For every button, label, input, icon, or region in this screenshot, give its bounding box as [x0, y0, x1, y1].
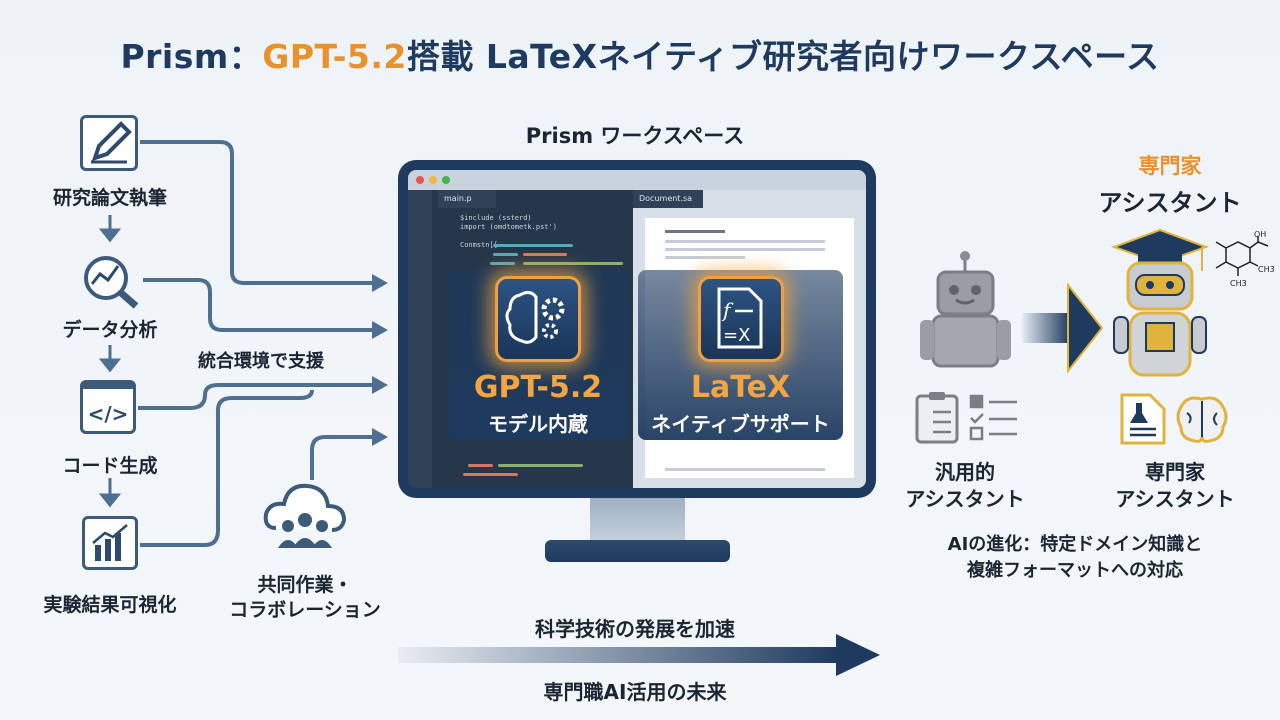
code-bar	[468, 464, 493, 467]
molecule-icon: OH CH3 CH3	[1215, 230, 1275, 288]
flow-down-arrows	[98, 215, 122, 508]
evolution-caption-2: 複雑フォーマットへの対応	[967, 560, 1183, 581]
tab-main[interactable]: main.p	[438, 190, 496, 208]
tab-document[interactable]: Document.sa	[633, 190, 703, 208]
integration-label: 統合環境で支援	[198, 351, 324, 372]
molecule-label-oh: OH	[1254, 230, 1266, 239]
progress-arrow	[398, 634, 880, 676]
molecule-label-ch3-a: CH3	[1258, 265, 1275, 274]
general-label-2: アシスタント	[905, 487, 1025, 511]
latex-feature-subtitle: ネイティブサポート	[651, 412, 830, 436]
molecule-label-ch3-b: CH3	[1230, 279, 1247, 288]
evolution-caption-1: AIの進化：特定ドメイン知識と	[947, 534, 1203, 555]
gpt-feature-card: GPT-5.2 モデル内蔵	[448, 270, 628, 440]
graduate-robot-icon	[1110, 225, 1210, 385]
gpt-feature-subtitle: モデル内蔵	[488, 412, 588, 436]
monitor-stand	[590, 498, 685, 543]
code-icon: </>	[80, 380, 136, 434]
minimize-dot[interactable]	[429, 176, 437, 184]
expert-label-2: アシスタント	[1115, 487, 1235, 511]
code-line-1: $include (ssterd)	[460, 214, 532, 222]
code-bar	[498, 464, 583, 467]
collab-label-1: 共同作業・	[257, 574, 353, 596]
bottom-text-top: 科学技術の発展を加速	[535, 617, 735, 641]
code-bar	[523, 253, 567, 256]
collab-label-2: コラボレーション	[229, 599, 381, 621]
monitor-base	[545, 540, 730, 562]
workspace-label: Prism ワークスペース	[525, 124, 745, 148]
bar-chart-icon	[82, 516, 138, 570]
code-line-2: import (omdtometk.pst')	[460, 223, 557, 231]
svg-text:f: f	[721, 298, 734, 322]
window-titlebar	[408, 170, 866, 190]
close-dot[interactable]	[416, 176, 424, 184]
brain-icon	[1176, 396, 1228, 443]
code-bar	[490, 262, 515, 265]
expert-title-accent: 専門家	[1138, 154, 1202, 178]
monitor: main.p $include (ssterd) import (omdtome…	[398, 160, 876, 498]
editor-sidebar	[408, 190, 432, 488]
code-bar	[523, 262, 623, 265]
code-bar	[493, 253, 518, 256]
flow-label-writing: 研究論文執筆	[52, 187, 167, 209]
flow-label-analysis: データ分析	[62, 319, 158, 341]
flow-label-code: コード生成	[62, 455, 158, 477]
connector-lines	[138, 140, 388, 547]
pencil-icon	[80, 115, 138, 171]
maximize-dot[interactable]	[442, 176, 450, 184]
expert-title: アシスタント	[1098, 189, 1242, 217]
flow-label-visualization: 実験結果可視化	[43, 594, 177, 616]
analysis-magnifier-icon	[80, 252, 142, 310]
code-bar	[463, 473, 518, 476]
evolution-arrow	[1022, 283, 1104, 373]
svg-text:=X: =X	[723, 325, 750, 346]
formula-document-icon: f =X	[698, 276, 784, 362]
expert-label-1: 専門家	[1145, 460, 1205, 484]
latex-feature-title: LaTeX	[690, 370, 791, 405]
lab-document-icon	[1120, 393, 1166, 445]
workspace-screen: main.p $include (ssterd) import (omdtome…	[408, 170, 866, 488]
page-title: Prism：GPT-5.2搭載 LaTeXネイティブ研究者向けワークスペース	[120, 37, 1160, 76]
brain-gear-icon	[495, 276, 581, 362]
general-label-1: 汎用的	[935, 460, 995, 484]
cloud-people-icon	[262, 478, 348, 558]
robot-icon	[918, 250, 1013, 370]
bottom-text-bottom: 専門職AI活用の未来	[543, 680, 727, 704]
code-line-4: Conmstn[[	[460, 241, 498, 249]
latex-feature-card: f =X LaTeX ネイティブサポート	[638, 270, 843, 440]
gpt-feature-title: GPT-5.2	[473, 370, 603, 405]
checklist-icon	[915, 392, 1017, 444]
code-bar	[493, 244, 573, 247]
